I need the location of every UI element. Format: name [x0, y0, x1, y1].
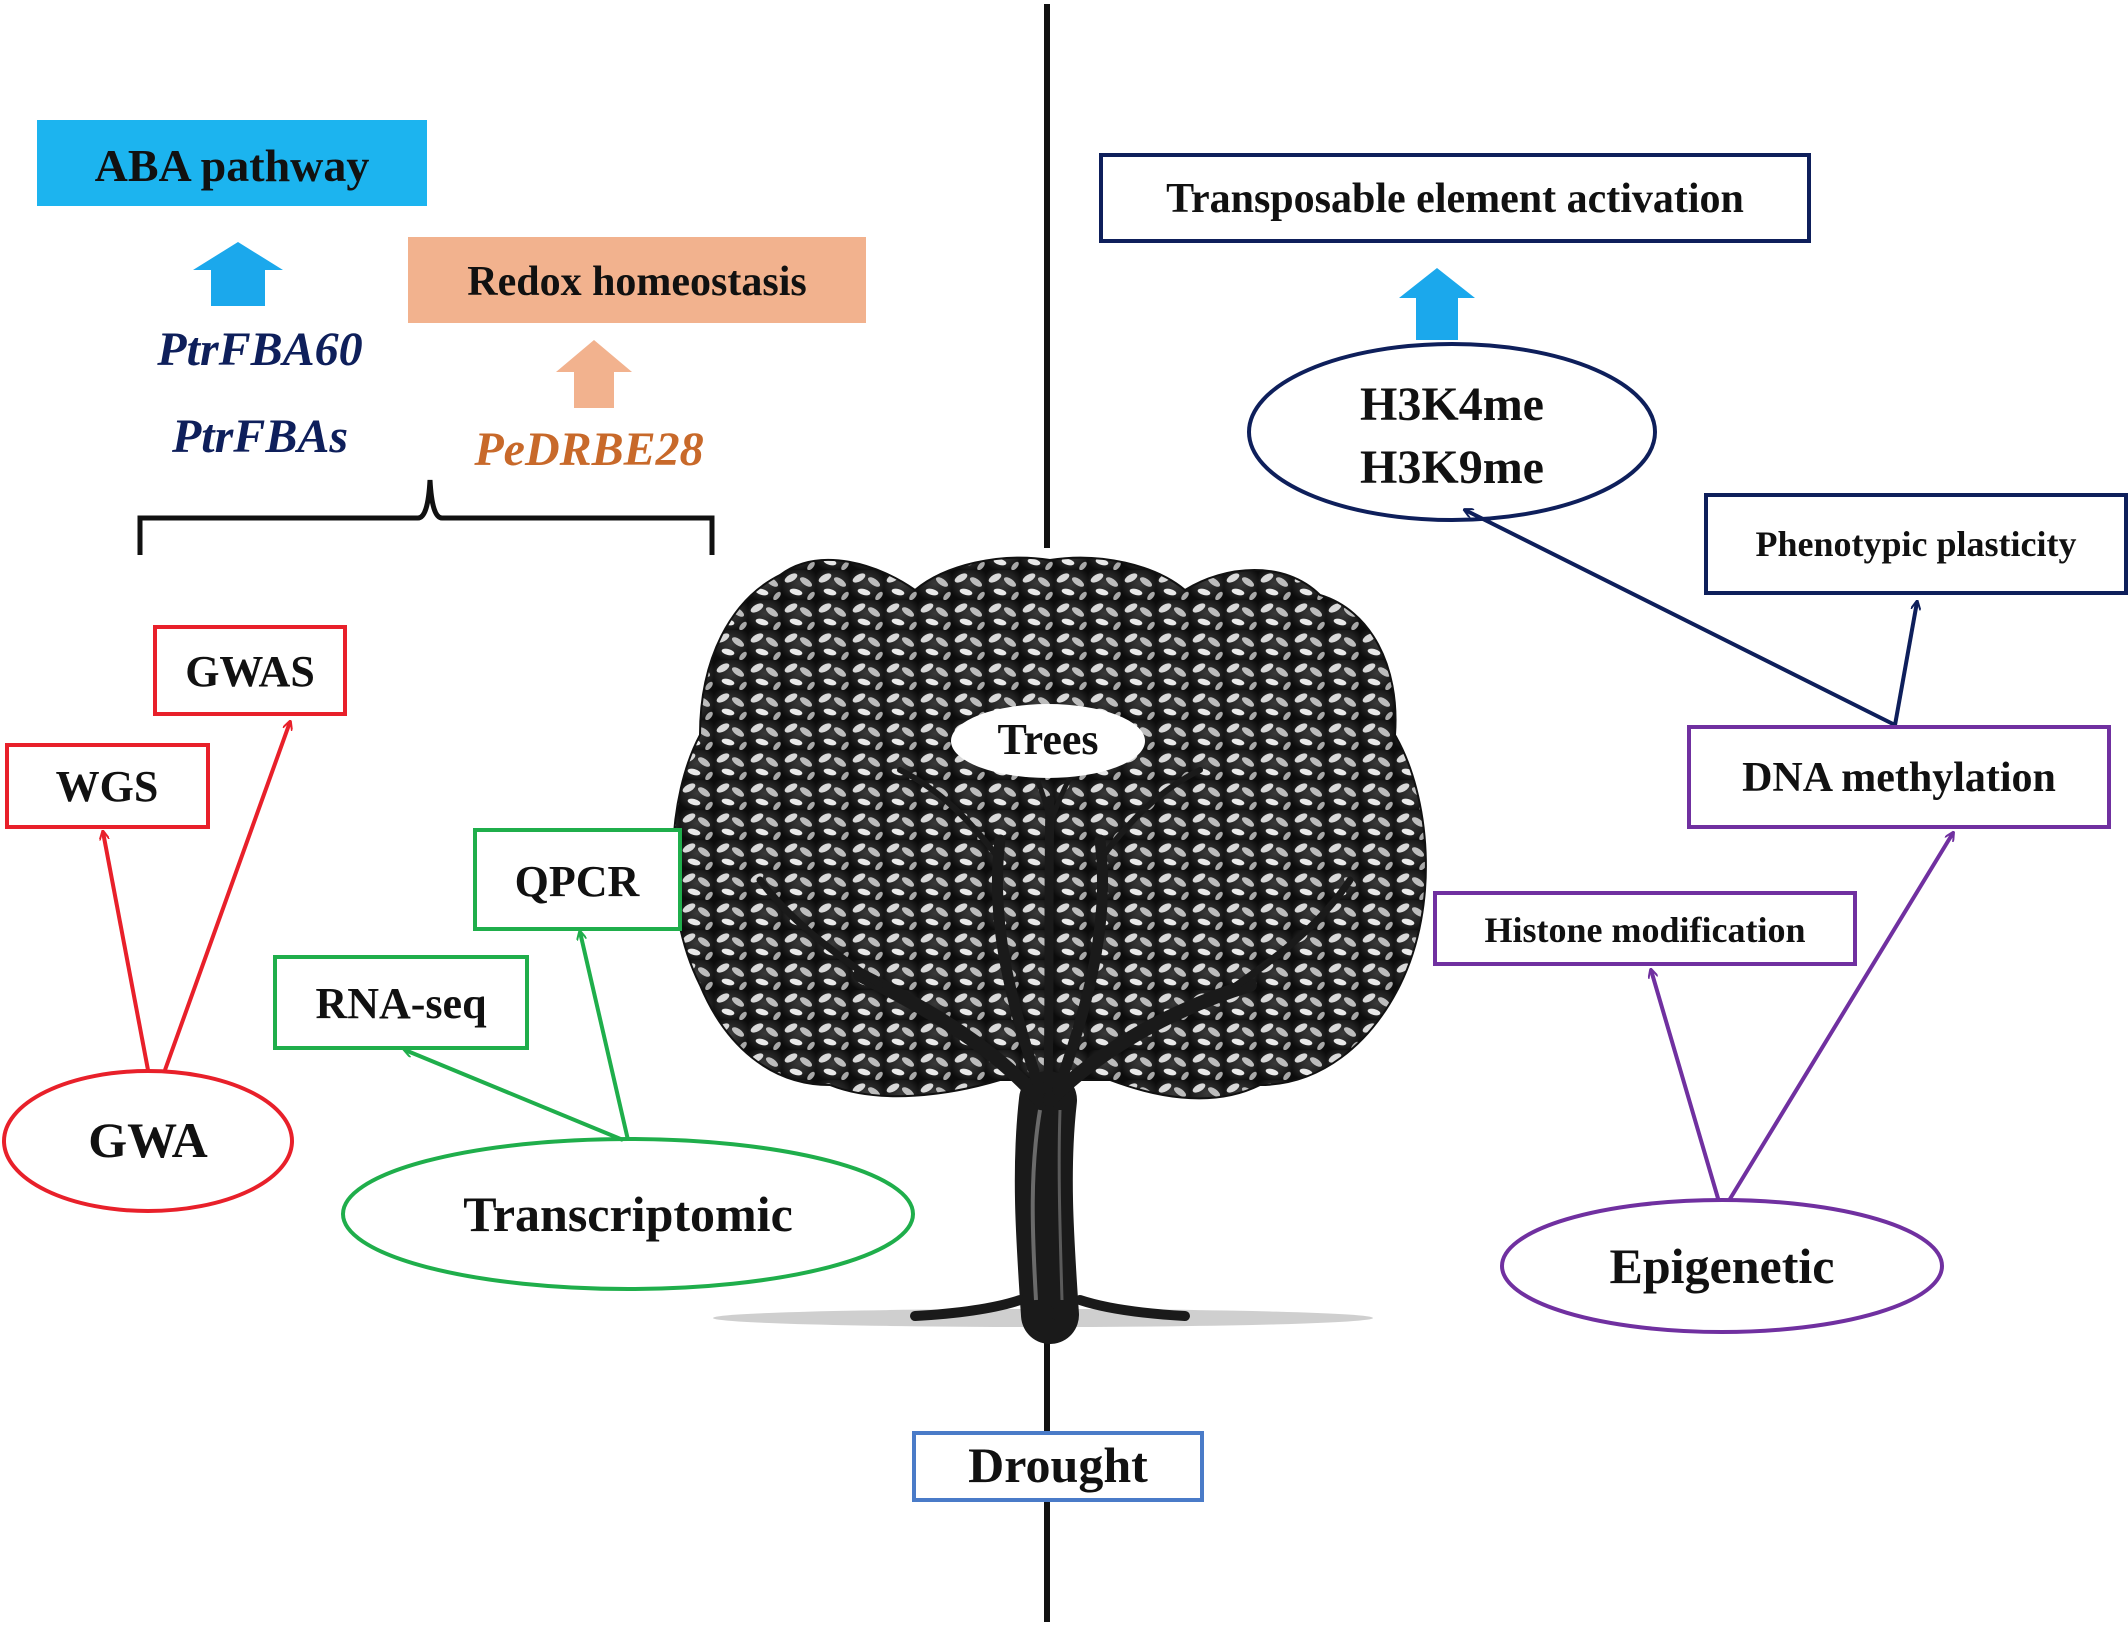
gwa-label: GWA — [88, 1112, 207, 1168]
drought-label: Drought — [968, 1437, 1148, 1493]
dna-methylation-node: DNA methylation — [1687, 725, 2111, 829]
redox-homeostasis-label: Redox homeostasis — [467, 259, 807, 305]
trunk-highlight-2 — [1057, 1109, 1064, 1301]
transcriptomic-group: Transcriptomic RNA-seq QPCR — [273, 828, 915, 1291]
dna-methylation-box — [1687, 725, 2111, 829]
histone-modification-label: Histone modification — [1485, 910, 1806, 950]
aba-pathway-box — [37, 120, 427, 206]
transposable-box — [1099, 153, 1811, 243]
histone-marks-ellipse — [1247, 342, 1657, 522]
phenotypic-plasticity-node: Phenotypic plasticity — [1704, 493, 2128, 595]
transcriptomic-to-qpcr-arrow — [580, 932, 630, 1141]
epigenetic-to-histone-arrow — [1651, 970, 1724, 1213]
trees-label: Trees — [998, 715, 1099, 764]
transposable-up-arrow — [1399, 268, 1475, 340]
phenotypic-plasticity-box — [1704, 493, 2128, 595]
transposable-label: Transposable element activation — [1166, 176, 1744, 222]
gwa-ellipse — [2, 1069, 294, 1213]
dnameth-to-histone-marks-arrow — [1465, 510, 1896, 727]
transcriptomic-to-rnaseq-arrow — [405, 1050, 624, 1142]
epigenetic-ellipse — [1500, 1198, 1944, 1334]
gene-ptrfba60: PtrFBA60 — [156, 323, 362, 376]
qpcr-box — [473, 828, 682, 931]
trees-label-node: Trees — [951, 704, 1145, 778]
gwa-to-gwas-arrow — [163, 722, 290, 1071]
gwa-to-wgs-arrow — [103, 832, 150, 1071]
dnameth-to-plasticity-arrow — [1893, 602, 1917, 726]
gene-pedrbe28: PeDRBE28 — [473, 423, 703, 476]
curly-brace — [137, 479, 715, 555]
aba-pathway-node: ABA pathway — [37, 120, 427, 206]
wgs-label: WGS — [56, 762, 159, 811]
tree-illustration — [671, 556, 1427, 1344]
trees-label-ellipse — [951, 704, 1145, 778]
qpcr-label: QPCR — [515, 857, 641, 906]
rnaseq-label: RNA-seq — [315, 979, 487, 1028]
drought-box — [912, 1431, 1204, 1502]
redox-homeostasis-box — [408, 237, 866, 323]
redox-homeostasis-node: Redox homeostasis — [408, 237, 866, 323]
gene-ptrfbas: PtrFBAs — [171, 410, 348, 463]
aba-pathway-label: ABA pathway — [95, 140, 370, 191]
wgs-box — [5, 743, 210, 829]
phenotypic-plasticity-label: Phenotypic plasticity — [1756, 524, 2077, 564]
aba-up-arrow — [193, 242, 283, 306]
redox-up-arrow — [556, 340, 632, 408]
h3k9me-label: H3K9me — [1360, 441, 1544, 494]
h3k4me-label: H3K4me — [1360, 378, 1544, 431]
trunk-highlight — [1030, 1109, 1042, 1301]
histone-modification-node: Histone modification — [1433, 891, 1857, 966]
transcriptomic-label: Transcriptomic — [463, 1186, 793, 1242]
tree-trunk-and-branches — [756, 732, 1354, 1344]
histone-modification-box — [1433, 891, 1857, 966]
gwas-box — [153, 625, 347, 716]
transposable-node: Transposable element activation — [1099, 153, 1811, 243]
dna-methylation-label: DNA methylation — [1742, 755, 2056, 801]
epigenetic-group: Epigenetic — [1500, 833, 1953, 1334]
gwas-label: GWAS — [185, 647, 315, 696]
drought-node: Drought — [912, 1431, 1204, 1502]
rnaseq-box — [273, 955, 529, 1050]
histone-marks-node: H3K4me H3K9me — [1247, 342, 1657, 522]
epigenetic-to-dnameth-arrow — [1720, 833, 1953, 1214]
epigenetic-label: Epigenetic — [1610, 1238, 1835, 1294]
gwa-group: GWA WGS GWAS — [2, 625, 347, 1213]
